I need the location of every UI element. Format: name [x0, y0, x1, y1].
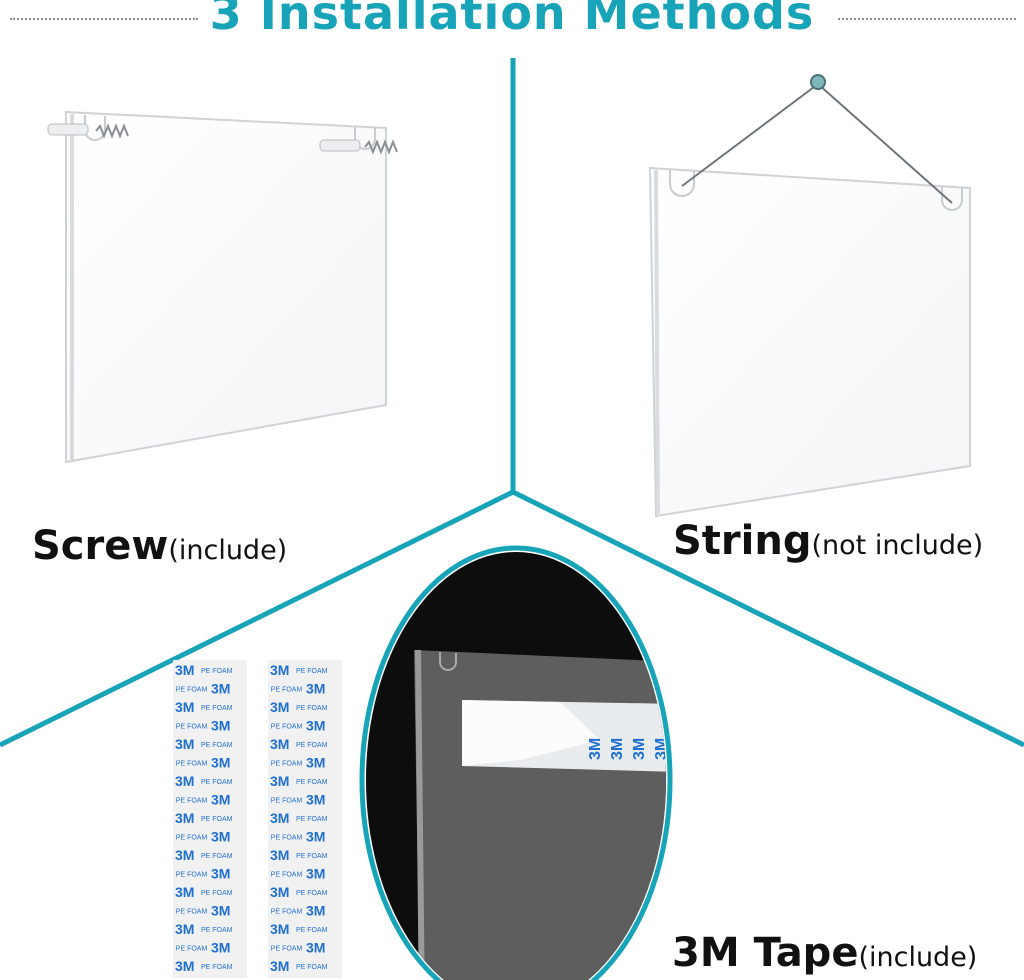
- tape-logo-print: 3M: [211, 866, 230, 882]
- tape-material-print: PE FOAM: [201, 816, 233, 823]
- title-divider-right: [838, 18, 1016, 20]
- tape-material-print: PE FOAM: [296, 853, 328, 860]
- tape-material-print: PE FOAM: [201, 705, 233, 712]
- screw-icon: [47, 123, 129, 139]
- title-divider-left: [10, 18, 198, 20]
- method-label-screw: Screw(include): [32, 523, 287, 569]
- tape-material-print: PE FOAM: [201, 927, 233, 934]
- tape-logo-print: 3M: [270, 662, 289, 678]
- tape-logo-print: 3M: [211, 718, 230, 734]
- tape-logo-print: 3M: [175, 958, 194, 974]
- tape-logo-print: 3M: [631, 738, 648, 760]
- string-holder-illustration: [648, 74, 971, 518]
- tape-logo-print: 3M: [211, 940, 230, 956]
- screw-holder-illustration: [47, 110, 398, 464]
- tape-material-print: PE FOAM: [296, 705, 328, 712]
- method-name: 3M Tape: [672, 930, 859, 976]
- tape-logo-print: 3M: [175, 921, 194, 937]
- tape-logo-print: 3M: [587, 738, 604, 760]
- tape-material-print: PE FOAM: [296, 816, 328, 823]
- tape-material-print: PE FOAM: [201, 890, 233, 897]
- tape-logo-print: 3M: [211, 755, 230, 771]
- tape-logo-print: 3M: [306, 755, 325, 771]
- tape-logo-print: 3M: [653, 738, 670, 760]
- tape-logo-print: 3M: [609, 738, 626, 760]
- method-note: (include): [858, 942, 978, 973]
- method-label-string: String(not include): [673, 518, 983, 564]
- tape-material-print: PE FOAM: [201, 853, 233, 860]
- tape-material-print: PE FOAM: [271, 872, 303, 879]
- tape-logo-print: 3M: [175, 847, 194, 863]
- tape-logo-print: 3M: [306, 718, 325, 734]
- tape-logo-print: 3M: [175, 773, 194, 789]
- tape-material-print: PE FOAM: [271, 946, 303, 953]
- tape-logo-print: 3M: [306, 866, 325, 882]
- method-name: String: [673, 518, 812, 564]
- tape-material-print: PE FOAM: [176, 761, 208, 768]
- tape-material-print: PE FOAM: [176, 835, 208, 842]
- tape-logo-print: 3M: [270, 736, 289, 752]
- tape-logo-print: 3M: [270, 773, 289, 789]
- tape-logo-print: 3M: [211, 681, 230, 697]
- tape-logo-print: 3M: [211, 829, 230, 845]
- tape-material-print: PE FOAM: [201, 742, 233, 749]
- tape-logo-print: 3M: [306, 829, 325, 845]
- tape-logo-print: 3M: [211, 792, 230, 808]
- tape-material-print: PE FOAM: [271, 798, 303, 805]
- method-name: Screw: [32, 523, 169, 569]
- tape-material-print: PE FOAM: [296, 927, 328, 934]
- tape-material-print: PE FOAM: [271, 724, 303, 731]
- tape-logo-print: 3M: [175, 810, 194, 826]
- tape-logo-print: 3M: [270, 958, 289, 974]
- tape-material-print: PE FOAM: [201, 668, 233, 675]
- string-icon: [681, 74, 953, 204]
- tape-material-print: PE FOAM: [296, 742, 328, 749]
- tape-logo-print: 3M: [211, 903, 230, 919]
- tape-logo-print: 3M: [270, 810, 289, 826]
- tape-material-print: PE FOAM: [296, 890, 328, 897]
- method-label-tape: 3M Tape(include): [672, 930, 977, 976]
- tape-material-print: PE FOAM: [176, 798, 208, 805]
- tape-material-print: PE FOAM: [296, 668, 328, 675]
- tape-material-print: PE FOAM: [201, 779, 233, 786]
- tape-logo-print: 3M: [306, 792, 325, 808]
- tape-logo-print: 3M: [270, 921, 289, 937]
- tape-material-print: PE FOAM: [271, 835, 303, 842]
- tape-material-print: PE FOAM: [201, 964, 233, 971]
- method-note: (include): [168, 535, 288, 566]
- tape-logo-print: 3M: [270, 699, 289, 715]
- tape-logo-print: 3M: [306, 903, 325, 919]
- tape-logo-print: 3M: [270, 884, 289, 900]
- section-dividers: [0, 58, 1024, 748]
- tape-material-print: PE FOAM: [176, 724, 208, 731]
- screw-icon: [319, 139, 398, 155]
- tape-material-print: PE FOAM: [176, 909, 208, 916]
- tape-logo-print: 3M: [175, 736, 194, 752]
- page-title: 3 Installation Methods: [209, 0, 815, 40]
- method-note: (not include): [811, 530, 984, 561]
- tape-logo-print: 3M: [175, 699, 194, 715]
- tape-material-print: PE FOAM: [271, 687, 303, 694]
- tape-logo-print: 3M: [306, 940, 325, 956]
- tape-material-print: PE FOAM: [271, 761, 303, 768]
- tape-logo-print: 3M: [270, 847, 289, 863]
- tape-material-print: PE FOAM: [271, 909, 303, 916]
- tape-material-print: PE FOAM: [176, 872, 208, 879]
- tape-material-print: PE FOAM: [176, 946, 208, 953]
- tape-material-print: PE FOAM: [296, 779, 328, 786]
- tape-material-print: PE FOAM: [176, 687, 208, 694]
- tape-logo-print: 3M: [306, 681, 325, 697]
- tape-logo-print: 3M: [175, 884, 194, 900]
- tape-material-print: PE FOAM: [296, 964, 328, 971]
- tape-logo-print: 3M: [175, 662, 194, 678]
